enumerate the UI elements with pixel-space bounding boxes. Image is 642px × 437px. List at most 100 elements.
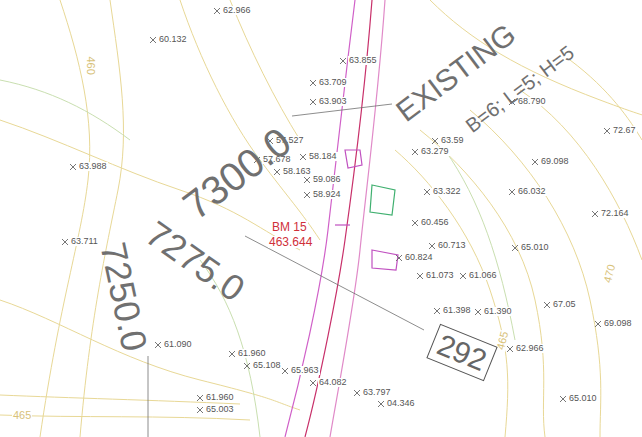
spot-marker (475, 309, 481, 315)
spot-marker (197, 395, 203, 401)
spot-elevation: 65.010 (568, 394, 598, 403)
spot-marker (412, 149, 418, 155)
spot-marker (62, 239, 68, 245)
spot-marker (417, 273, 423, 279)
spot-elevation: 65.963 (290, 366, 320, 375)
spot-marker (512, 245, 518, 251)
station-label: 7275.0 (140, 215, 251, 308)
spot-marker (150, 37, 156, 43)
spot-elevation: 60.132 (158, 35, 188, 44)
spot-elevation: 63.322 (432, 187, 462, 196)
spot-marker (592, 211, 598, 217)
spot-marker (300, 154, 306, 160)
spot-elevation: 69.098 (603, 319, 633, 328)
spot-marker (155, 342, 161, 348)
spot-marker (310, 80, 316, 86)
spot-marker (412, 220, 418, 226)
station-label: 7250.0 (94, 239, 152, 354)
spot-elevation: 63.903 (318, 97, 348, 106)
spot-marker (544, 302, 550, 308)
spot-marker (396, 255, 402, 261)
callout-box: 292 (426, 323, 497, 381)
spot-marker (595, 321, 601, 327)
spot-elevation: 62.966 (222, 6, 252, 15)
spot-marker (396, 255, 402, 261)
callout-number: 292 (433, 327, 492, 376)
spot-marker (282, 368, 288, 374)
spot-marker (304, 192, 310, 198)
spot-elevation: 62.966 (515, 344, 545, 353)
spot-marker (310, 99, 316, 105)
spot-elevation: 60.824 (404, 253, 434, 262)
spot-elevation: 61.960 (205, 393, 235, 402)
spot-marker (424, 189, 430, 195)
spot-elevation: 65.010 (520, 243, 550, 252)
spot-marker (429, 243, 435, 249)
spot-elevation: 63.59 (440, 136, 465, 145)
spot-marker (434, 308, 440, 314)
spot-marker (197, 407, 203, 413)
spot-marker (475, 309, 481, 315)
spot-marker (229, 351, 235, 357)
spot-marker (197, 395, 203, 401)
spot-marker (592, 211, 598, 217)
spot-marker (62, 239, 68, 245)
spot-marker (310, 380, 316, 386)
spot-marker (340, 58, 346, 64)
spot-marker (378, 401, 384, 407)
spot-elevation: 65.108 (252, 361, 282, 370)
spot-marker (560, 396, 566, 402)
spot-marker (434, 308, 440, 314)
spot-marker (509, 189, 515, 195)
spot-marker (595, 321, 601, 327)
spot-marker (304, 177, 310, 183)
spot-elevation: 63.988 (78, 162, 108, 171)
spot-marker (310, 99, 316, 105)
spot-marker (544, 302, 550, 308)
benchmark-elevation: 463.644 (268, 236, 313, 248)
spot-marker (304, 192, 310, 198)
spot-elevation: 61.960 (237, 349, 267, 358)
spot-elevation: 59.086 (312, 175, 342, 184)
spot-marker (304, 177, 310, 183)
spot-marker (155, 342, 161, 348)
contour-label: 460 (85, 56, 96, 76)
spot-marker (244, 363, 250, 369)
spot-elevation: 58.924 (312, 190, 342, 199)
spot-elevation: 65.003 (205, 405, 235, 414)
spot-elevation: 63.279 (420, 147, 450, 156)
spot-marker (509, 189, 515, 195)
spot-elevation: 61.073 (425, 271, 455, 280)
spot-marker (507, 346, 513, 352)
spot-marker (460, 273, 466, 279)
contour-label: 470 (602, 262, 618, 285)
spot-marker (70, 164, 76, 170)
spot-marker (460, 273, 466, 279)
spot-elevation: 66.032 (517, 187, 547, 196)
spot-marker (282, 368, 288, 374)
spot-marker (300, 154, 306, 160)
spot-marker (560, 396, 566, 402)
spot-marker (429, 243, 435, 249)
spot-marker (354, 390, 360, 396)
spot-elevation: 60.456 (420, 218, 450, 227)
spot-marker (507, 346, 513, 352)
spot-marker (340, 58, 346, 64)
spot-marker (532, 159, 538, 165)
spot-marker (604, 128, 610, 134)
spot-elevation: 58.184 (308, 152, 338, 161)
spot-marker (214, 8, 220, 14)
spot-marker (532, 159, 538, 165)
spot-marker (417, 273, 423, 279)
spot-marker (197, 407, 203, 413)
spot-elevation: 63.855 (348, 56, 378, 65)
spot-elevation: 63.797 (362, 388, 392, 397)
spot-elevation: 72.67 (612, 126, 637, 135)
spot-elevation: 04.346 (386, 399, 416, 408)
spot-elevation: 60.713 (437, 241, 467, 250)
spot-marker (412, 220, 418, 226)
spot-elevation: 61.066 (468, 271, 498, 280)
spot-elevation: 63.711 (70, 237, 99, 246)
spot-elevation: 67.05 (552, 300, 577, 309)
